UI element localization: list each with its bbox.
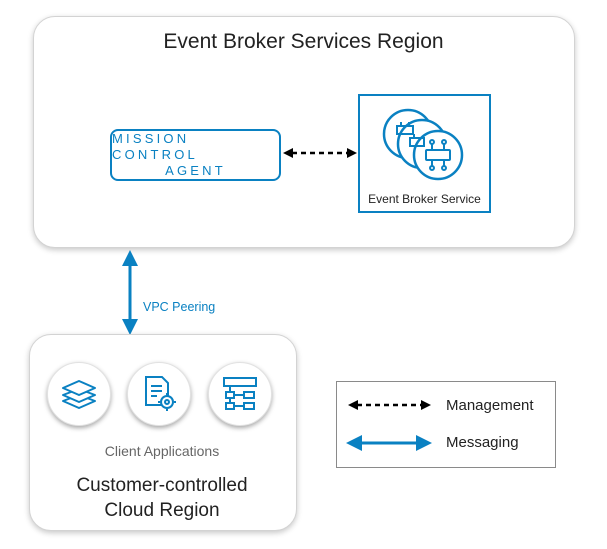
legend-messaging-label: Messaging	[446, 434, 519, 451]
layers-icon	[62, 380, 96, 409]
mission-control-agent-label-line2: AGENT	[165, 163, 226, 178]
flow-diagram-icon	[223, 377, 257, 410]
legend-box	[336, 381, 556, 468]
client-app-document-gear	[127, 362, 191, 426]
legend-management-label: Management	[446, 397, 534, 414]
customer-region-title-line1: Customer-controlled	[76, 475, 248, 496]
event-broker-service-label: Event Broker Service	[368, 192, 481, 206]
vpc-peering-label: VPC Peering	[143, 300, 216, 314]
client-app-flow-diagram	[208, 362, 272, 426]
event-broker-service-box: Event Broker Service	[358, 94, 491, 213]
region-title: Event Broker Services Region	[163, 30, 444, 53]
event-broker-icon	[382, 108, 464, 181]
customer-region-title: Customer-controlled Cloud Region	[29, 473, 295, 523]
customer-region-title-line2: Cloud Region	[104, 500, 220, 521]
client-applications-label: Client Applications	[104, 443, 220, 459]
document-gear-icon	[145, 376, 176, 411]
mission-control-agent-box: MISSION CONTROL AGENT	[110, 129, 281, 181]
client-app-layers	[47, 362, 111, 426]
mission-control-agent-label-line1: MISSION CONTROL	[112, 131, 198, 162]
